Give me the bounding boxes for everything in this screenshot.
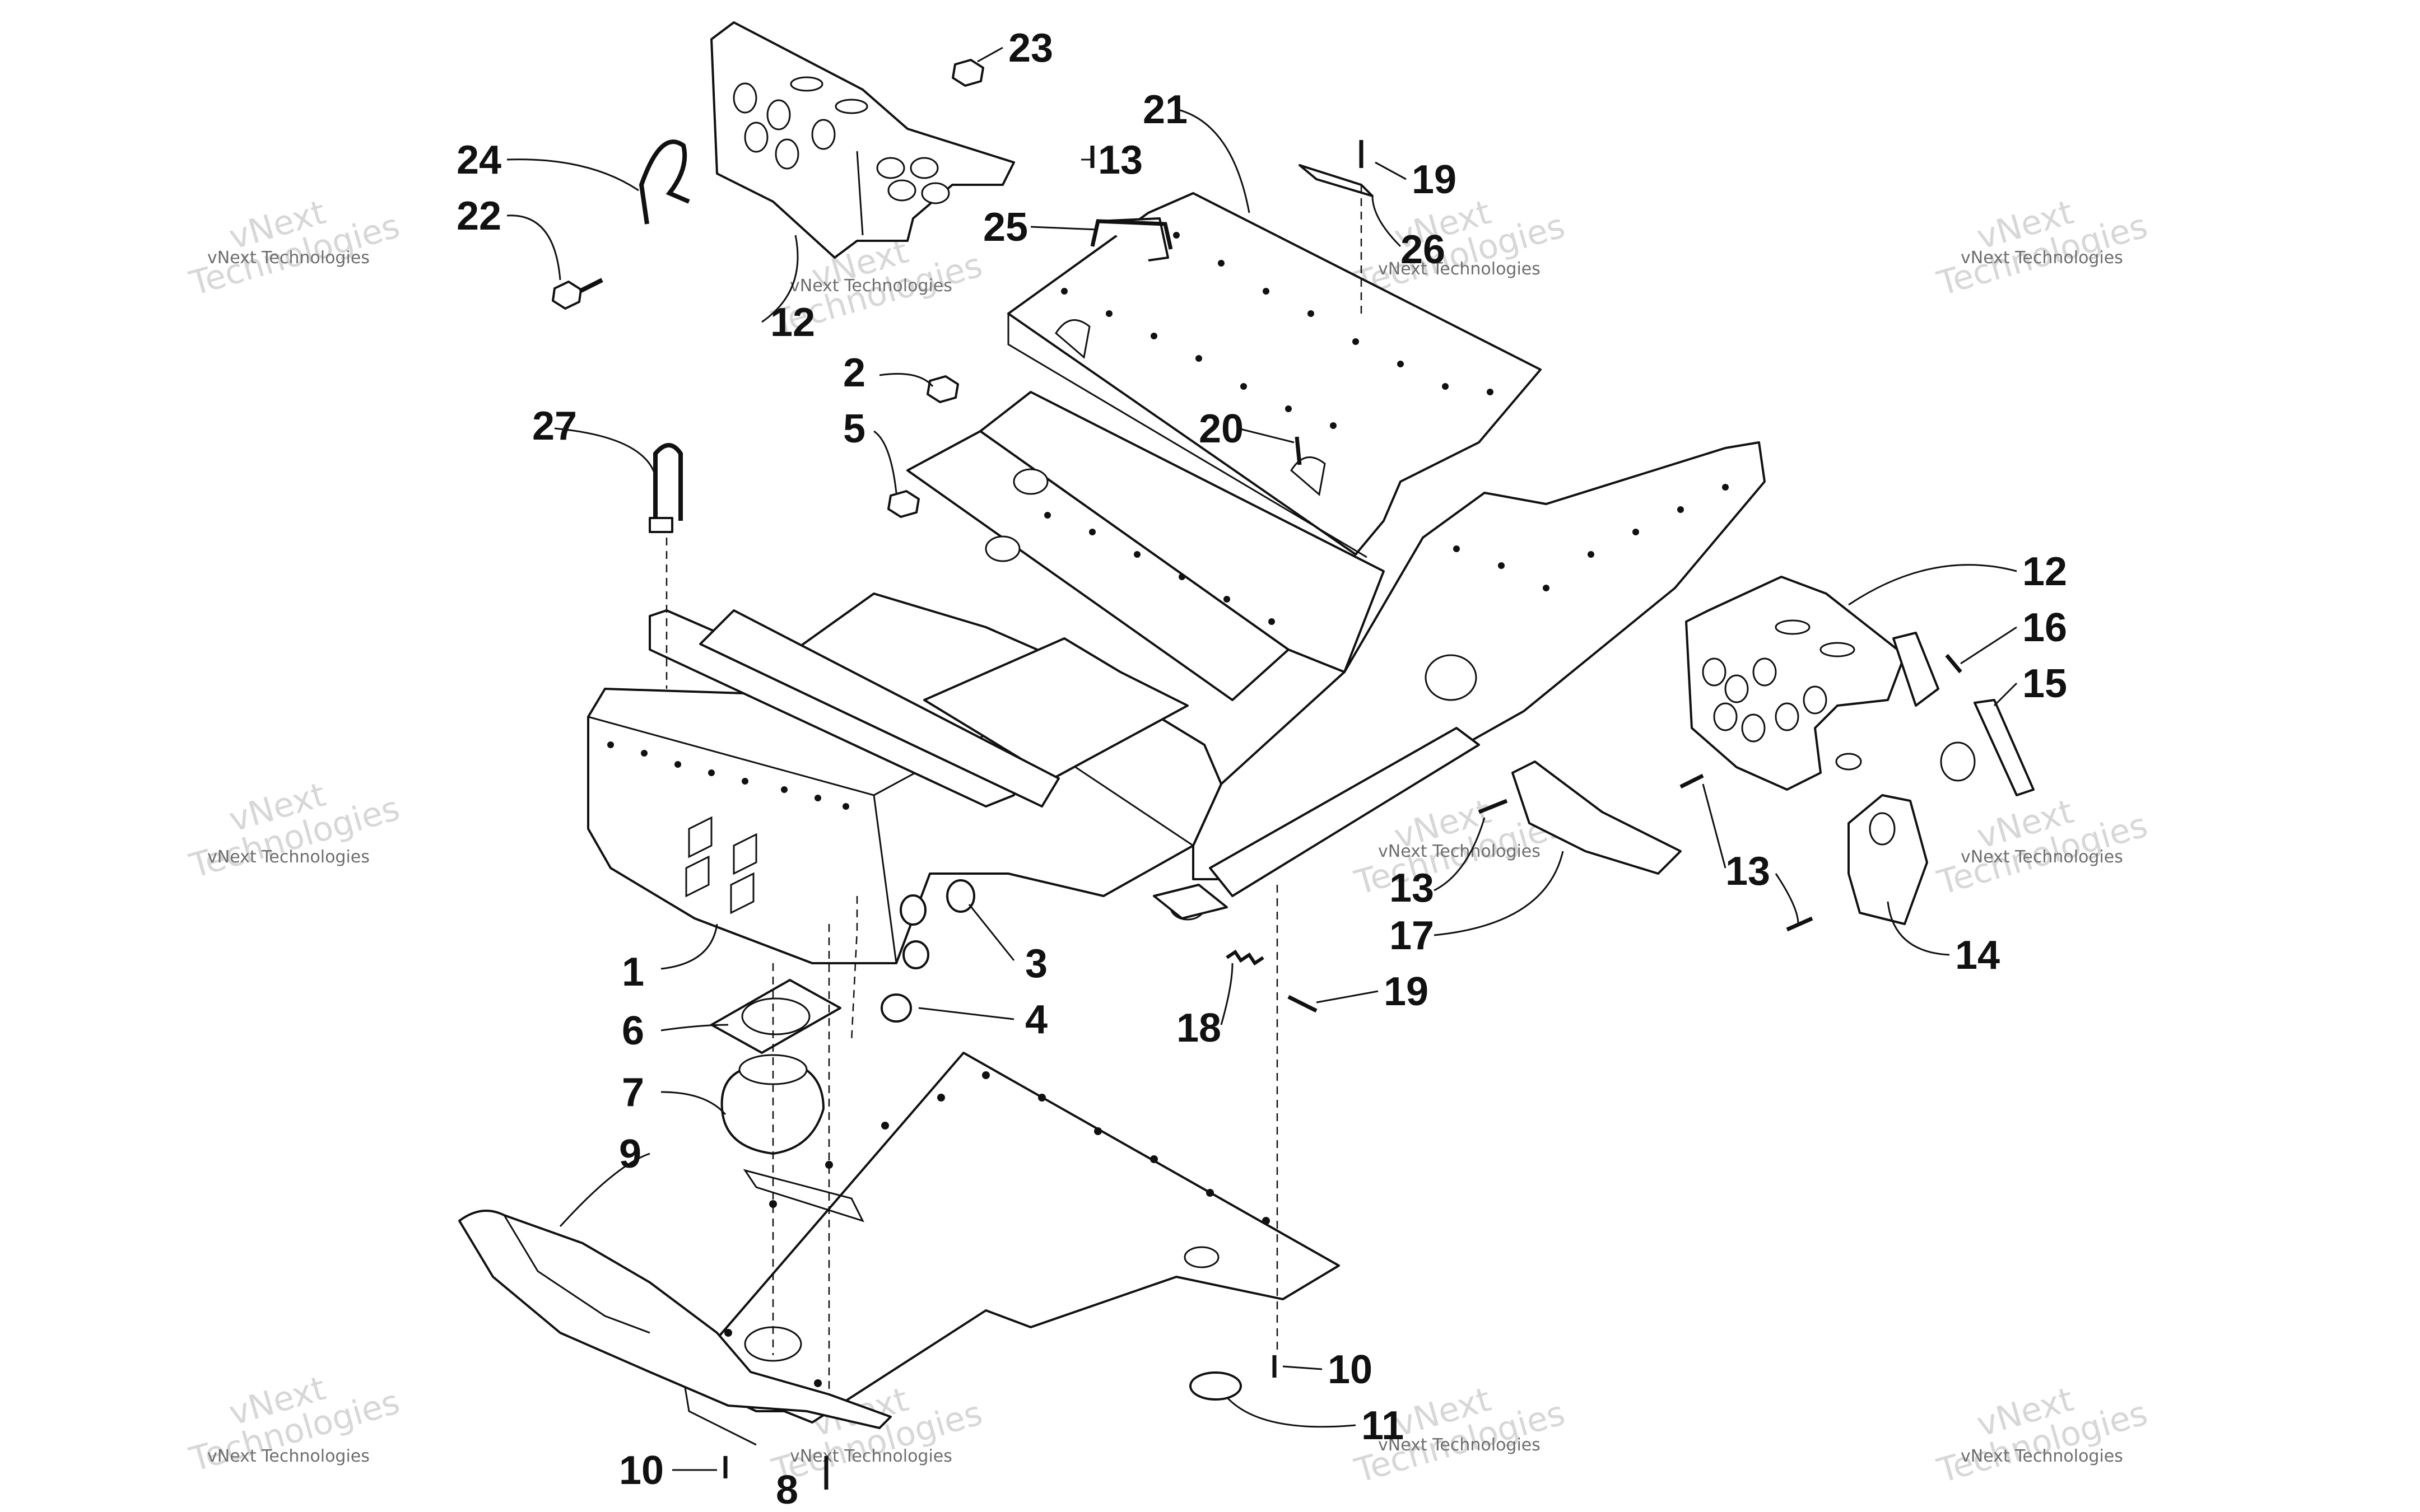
callout-2: 2 (843, 351, 865, 395)
alignment-lines (666, 185, 1362, 1389)
watermark-caption-7: vNext Technologies (1378, 842, 1541, 861)
callout-10-right: 10 (1328, 1347, 1372, 1392)
callout-7: 7 (622, 1070, 644, 1115)
watermark-4: vNext Technologies (1933, 193, 2152, 304)
callout-22: 22 (457, 194, 501, 239)
callout-19-lower: 19 (1384, 969, 1428, 1014)
callout-25: 25 (983, 205, 1028, 250)
callout-labels: 23 24 22 12 21 13 25 19 26 2 5 20 27 12 … (457, 26, 2067, 1512)
callout-24: 24 (457, 138, 501, 183)
part-18-spring (1226, 949, 1264, 966)
callout-23: 23 (1008, 26, 1053, 71)
callout-8: 8 (776, 1468, 798, 1512)
part-13-rivets (1090, 146, 1813, 932)
callout-10-left: 10 (619, 1448, 664, 1493)
part-12-right-bracket-plate (1685, 576, 1939, 791)
part-17-bracket-plate (1511, 760, 1682, 875)
callout-18: 18 (1176, 1006, 1221, 1051)
callout-5: 5 (843, 407, 865, 451)
callout-12-upper: 12 (770, 300, 815, 345)
callout-12-right: 12 (2022, 549, 2067, 594)
callout-14: 14 (1955, 933, 2000, 978)
watermark-caption-8: vNext Technologies (1961, 847, 2123, 867)
part-24-wire-hook (639, 139, 690, 225)
part-25-handle (1090, 219, 1173, 250)
watermark-1: vNext Technologies (185, 193, 404, 304)
watermark-caption-3: vNext Technologies (1378, 259, 1541, 279)
watermark-caption-10: vNext Technologies (790, 1446, 952, 1466)
callout-6: 6 (622, 1009, 644, 1053)
callout-13-right: 13 (1725, 849, 1770, 894)
part-12-upper-bracket-plate (710, 21, 1015, 259)
watermark-caption-11: vNext Technologies (1378, 1435, 1541, 1455)
watermark-caption-2: vNext Technologies (790, 276, 952, 296)
callout-19-upper: 19 (1412, 157, 1456, 202)
part-10-screws (723, 1355, 1277, 1478)
watermark-caption-5: vNext Technologies (207, 847, 370, 867)
watermark-caption-9: vNext Technologies (207, 1446, 370, 1466)
callout-17: 17 (1389, 913, 1434, 958)
callout-15: 15 (2022, 661, 2067, 706)
part-16-pin (1945, 654, 1962, 674)
part-6-gasket (710, 979, 841, 1054)
part-14-bracket (1847, 794, 1928, 925)
part-7-boot (720, 1054, 825, 1155)
callout-4: 4 (1025, 997, 1048, 1042)
part-15-strap (1940, 699, 2035, 796)
callout-11: 11 (1361, 1403, 1404, 1448)
callout-27: 27 (532, 404, 577, 449)
callout-16: 16 (2022, 605, 2067, 650)
part-19-lower-pin (1287, 995, 1318, 1013)
part-belly-pan (682, 1052, 1340, 1446)
watermark-12: vNext Technologies (1933, 1380, 2152, 1491)
part-3-washers (900, 879, 975, 926)
part-5-nut (887, 490, 920, 518)
part-23-nut (952, 59, 984, 87)
callout-26: 26 (1400, 227, 1445, 272)
part-21-tunnel-top-panel (1007, 192, 1542, 558)
watermark-caption-12: vNext Technologies (1961, 1446, 2123, 1466)
callout-1: 1 (622, 950, 644, 995)
part-4-washers (881, 940, 929, 1023)
part-2-nut (927, 375, 959, 403)
callout-13-upper: 13 (1098, 138, 1143, 183)
part-22-bolt (552, 278, 603, 310)
leader-lines (506, 46, 2018, 1471)
callout-9: 9 (619, 1132, 641, 1177)
part-27-hook (649, 443, 683, 533)
callout-3: 3 (1025, 941, 1048, 986)
watermark-8: vNext Technologies (1933, 792, 2152, 903)
part-20-pin (1295, 436, 1302, 465)
callout-20: 20 (1199, 407, 1244, 451)
watermark-caption-4: vNext Technologies (1961, 248, 2123, 268)
part-9-skid-plate (458, 1210, 892, 1429)
part-main-chassis-frame (587, 391, 1766, 964)
part-11-plug (1189, 1371, 1242, 1401)
callout-13-middle: 13 (1389, 866, 1434, 911)
callout-21: 21 (1143, 87, 1188, 132)
watermark-caption-1: vNext Technologies (207, 248, 370, 268)
